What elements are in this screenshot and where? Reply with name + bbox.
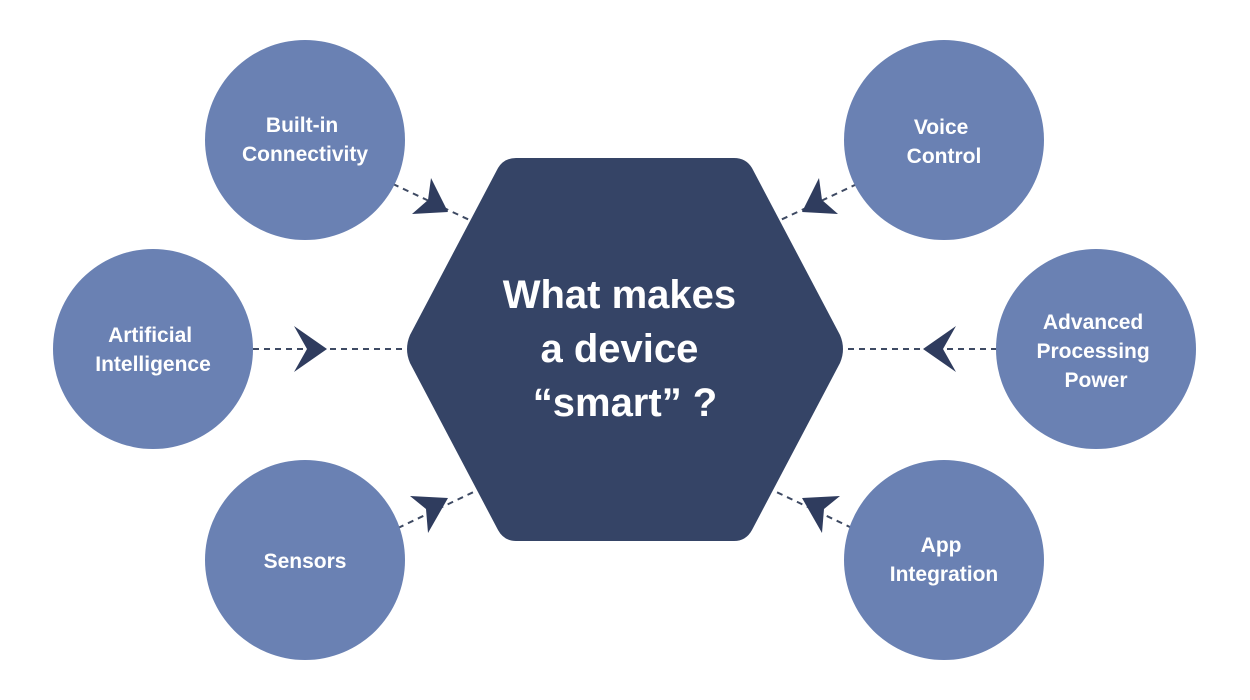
node-advanced-processing-power: Advanced Processing Power [996,249,1196,449]
node-voice-control: Voice Control [844,40,1044,240]
arrow-head-icon [412,178,448,214]
node-label: App Integration [890,534,999,586]
node-circle [996,249,1196,449]
node-built-in-connectivity: Built-in Connectivity [205,40,405,240]
node-label: Built-in Connectivity [242,114,368,166]
center-title-line: What makes [503,273,736,317]
arrow-head-icon [923,326,956,372]
arrow-head-icon [802,496,840,533]
center-title: What makes a device “smart” ? [503,273,748,425]
node-label: Sensors [264,550,347,573]
central-question: What makes a device “smart” ? [407,158,843,541]
node-circle [205,460,405,660]
center-title-line: “smart” ? [533,381,718,425]
center-title-line: a device [540,327,698,371]
node-label: Artificial Intelligence [95,324,211,376]
arrow-head-icon [410,496,448,533]
node-label: Voice Control [907,116,982,168]
node-circle [844,460,1044,660]
node-label: Advanced Processing Power [1036,311,1155,392]
node-app-integration: App Integration [844,460,1044,660]
arrowheads [294,178,956,533]
arrow-head-icon [802,178,838,214]
node-sensors: Sensors [205,460,405,660]
node-artificial-intelligence: Artificial Intelligence [53,249,253,449]
node-circle [844,40,1044,240]
center-hexagon [407,158,843,541]
arrow-head-icon [294,326,327,372]
node-circle [53,249,253,449]
node-circle [205,40,405,240]
